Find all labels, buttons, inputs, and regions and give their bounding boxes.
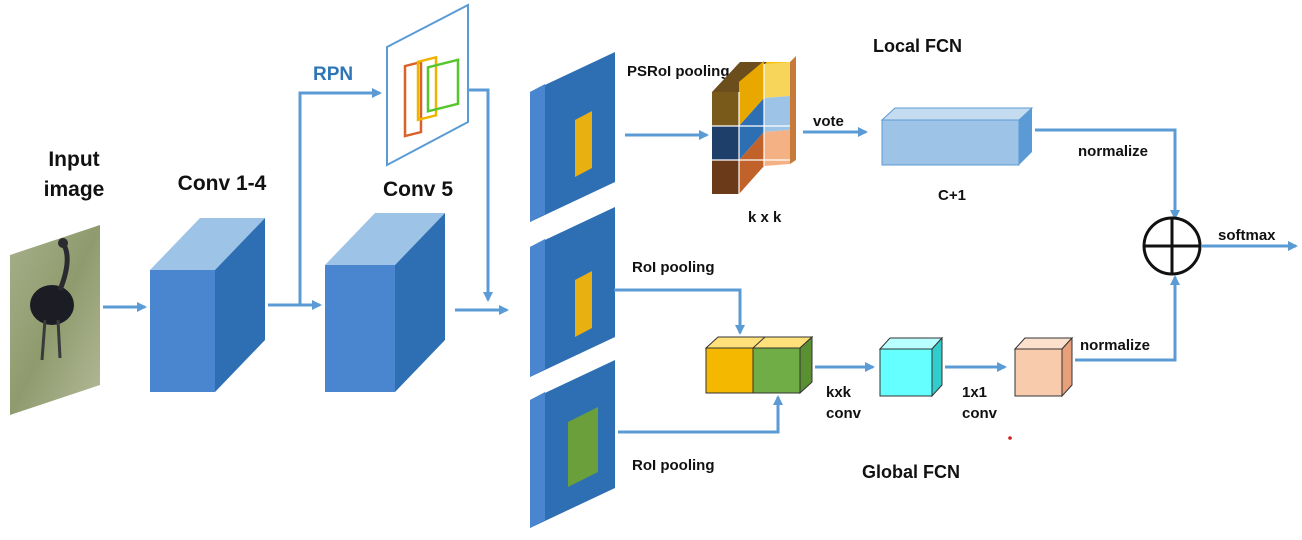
arrow-roi-pooling-bottom [618, 395, 783, 434]
arrow-rpn-down [468, 88, 493, 302]
psroi-score-grid [712, 56, 796, 194]
kxk-label: k x k [748, 209, 782, 226]
global-fcn-label: Global FCN [862, 462, 960, 482]
1x1-conv-label-line2: conv [962, 405, 998, 422]
input-image [10, 225, 100, 415]
feature-map-roi-bottom [530, 360, 615, 528]
concat-roi-features [704, 335, 814, 395]
feature-map-psroi [530, 52, 615, 222]
c-plus-1-block [880, 107, 1034, 166]
input-image-label-line2: image [44, 178, 105, 201]
kxk-conv-label-line1: kxk [826, 384, 852, 401]
kxk-conv-output-block [878, 336, 944, 398]
psroi-pooling-label: PSRoI pooling [627, 63, 730, 80]
sum-operator-icon [1142, 216, 1202, 276]
arrow-conv14-to-rpn [298, 88, 382, 305]
arrow-normalize-bottom [1075, 275, 1180, 362]
feature-map-roi-top [530, 207, 615, 377]
conv14-block [150, 218, 265, 392]
roi-pooling-top-label: RoI pooling [632, 259, 714, 276]
input-image-label-line1: Input [48, 148, 99, 171]
rpn-proposals-image [386, 3, 469, 167]
arrow-normalize-top [1035, 128, 1180, 220]
vote-label: vote [813, 113, 844, 130]
kxk-conv-label-line2: conv [826, 405, 862, 422]
roi-pooling-bottom-label: RoI pooling [632, 457, 714, 474]
local-fcn-label: Local FCN [873, 36, 962, 56]
normalize-bottom-label: normalize [1080, 337, 1150, 354]
conv5-label: Conv 5 [383, 178, 453, 201]
rpn-label: RPN [313, 64, 353, 85]
conv14-label: Conv 1-4 [178, 172, 267, 195]
normalize-top-label: normalize [1078, 143, 1148, 160]
c-plus-1-label: C+1 [938, 187, 966, 204]
arrow-roi-pooling-top [614, 288, 745, 335]
conv5-block [325, 213, 445, 392]
softmax-label: softmax [1218, 227, 1276, 244]
1x1-conv-output-block [1013, 336, 1074, 398]
1x1-conv-label-line1: 1x1 [962, 384, 987, 401]
red-dot-mark [1008, 436, 1012, 440]
